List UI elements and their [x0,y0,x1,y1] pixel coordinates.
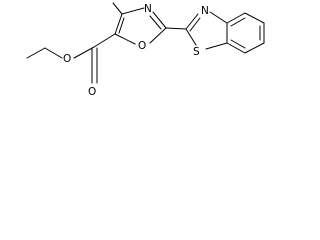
bond-ethyl-ch2-oxygen [44,47,63,59]
bond-thiazole-c7a-s1 [205,42,228,50]
thiazole-nitrogen-label: N [201,5,209,17]
chemical-structure: O O O N N S [26,2,265,98]
bond-ester-oxygen-carbonyl-carbon [73,46,95,59]
bond-benzene-c4-c5 [244,12,265,24]
bond-benzene-c3a-c4 [226,12,246,24]
bond-methyl [112,2,123,15]
oxazole-nitrogen-label: N [144,3,152,15]
bond-ethyl-ch3-ch2 [26,47,46,59]
bond-thiazole-n3-c3a [209,11,228,24]
bond-oxazole-to-benzothiazole [165,27,187,30]
bond-benzene-c6-c7 [244,42,265,54]
bond-oxazole-c5-c4-inner [118,17,125,34]
thiazole-sulfur-label: S [193,46,200,58]
ester-oxygen-label: O [63,53,71,65]
bond-benzene-inner-1 [230,17,246,27]
bond-oxazole-o1-c5 [114,33,136,45]
bond-oxazole-c5-c4 [114,13,123,35]
bond-carbonyl-carbon-to-oxazole-c5 [93,33,116,48]
bond-oxazole-c2-o1 [149,27,167,44]
bond-thiazole-c2-n3 [185,13,199,30]
bond-benzene-c7-c7a [226,42,246,54]
bond-thiazole-s1-c2 [185,28,197,46]
bond-thiazole-c2-n3-inner [189,17,201,32]
bond-oxazole-n3-c2 [152,11,167,29]
bond-oxazole-n3-c2-inner [149,15,162,30]
oxazole-oxygen-label: O [138,40,146,52]
carbonyl-oxygen-label: O [88,86,96,98]
bond-oxazole-c4-n3 [121,7,145,15]
bond-benzene-inner-3 [230,39,246,49]
